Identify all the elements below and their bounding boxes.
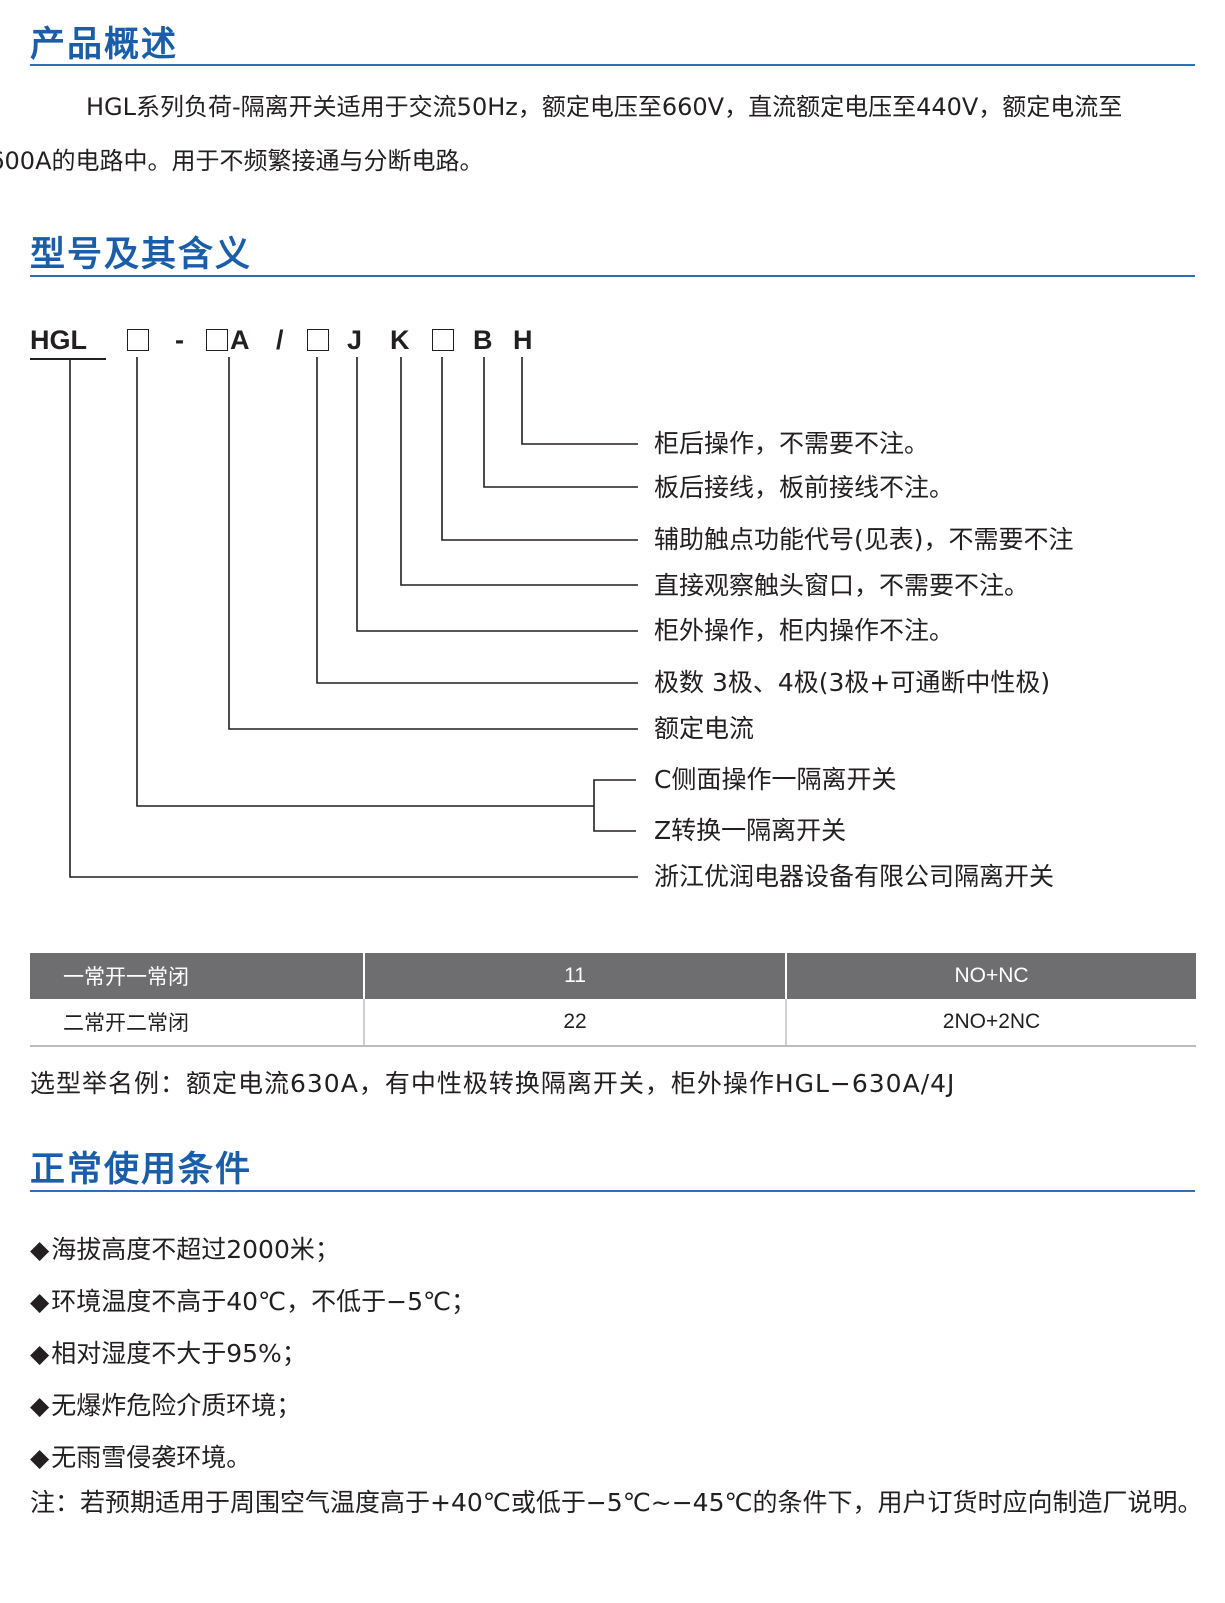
leader-aux	[441, 357, 638, 541]
code-j: J	[347, 325, 363, 355]
leader-current	[228, 357, 638, 730]
code-box-poles	[307, 329, 329, 351]
code-k: K	[390, 325, 410, 355]
table-cell: NO+NC	[785, 953, 1196, 999]
meaning-b: 板后接线，板前接线不注。	[654, 473, 955, 502]
table-cell: 11	[363, 953, 786, 999]
meaning-poles: 极数 3极、4极(3极+可通断中性极)	[654, 668, 1051, 697]
code-prefix-underline	[30, 358, 106, 360]
code-h: H	[513, 325, 533, 355]
code-b: B	[473, 325, 493, 355]
meaning-hgl: 浙江优润电器设备有限公司隔离开关	[654, 862, 1055, 891]
diamond-bullet-icon: ◆	[30, 1235, 50, 1264]
overview-line-2: 1600A的电路中。用于不频繁接通与分断电路。	[0, 147, 484, 175]
table-cell: 二常开二常闭	[30, 999, 364, 1047]
condition-text: 环境温度不高于40℃，不低于−5℃；	[51, 1287, 477, 1316]
condition-text: 无雨雪侵袭环境。	[51, 1443, 252, 1472]
table-cell: 2NO+2NC	[785, 999, 1196, 1047]
diamond-bullet-icon: ◆	[30, 1287, 50, 1316]
meaning-j: 柜外操作，柜内操作不注。	[654, 616, 955, 645]
table-cell: 22	[363, 999, 786, 1047]
code-dash: -	[175, 325, 184, 355]
leader-poles	[316, 357, 638, 684]
meaning-aux: 辅助触点功能代号(见表)，不需要不注	[654, 525, 1074, 554]
condition-text: 海拔高度不超过2000米；	[51, 1235, 340, 1264]
code-box-current	[206, 329, 228, 351]
code-slash: /	[276, 325, 284, 355]
leader-type-fork	[593, 779, 636, 832]
leader-j	[356, 357, 638, 632]
diamond-bullet-icon: ◆	[30, 1443, 50, 1472]
table-row: 二常开二常闭 22 2NO+2NC	[30, 999, 1196, 1047]
leader-h	[521, 357, 638, 445]
diamond-bullet-icon: ◆	[30, 1339, 50, 1368]
code-a: A	[230, 325, 250, 355]
meaning-k: 直接观察触头窗口，不需要不注。	[654, 571, 1030, 600]
model-rule	[30, 275, 1195, 277]
table-row: 一常开一常闭 11 NO+NC	[30, 953, 1196, 999]
leader-b	[483, 357, 638, 488]
condition-text: 无爆炸危险介质环境；	[51, 1391, 302, 1420]
meaning-type-c: C侧面操作一隔离开关	[654, 765, 897, 794]
list-item: ◆海拔高度不超过2000米；	[30, 1224, 476, 1276]
contacts-table: 一常开一常闭 11 NO+NC 二常开二常闭 22 2NO+2NC	[30, 953, 1196, 1047]
overview-heading: 产品概述	[30, 25, 179, 65]
meaning-current: 额定电流	[654, 714, 755, 743]
code-box-type	[127, 329, 149, 351]
overview-line-1: HGL系列负荷-隔离开关适用于交流50Hz，额定电压至660V，直流额定电压至4…	[86, 93, 1123, 121]
code-box-aux	[432, 329, 454, 351]
list-item: ◆无爆炸危险介质环境；	[30, 1380, 476, 1432]
meaning-type-z: Z转换一隔离开关	[654, 816, 847, 845]
table-cell: 一常开一常闭	[30, 953, 364, 999]
list-item: ◆无雨雪侵袭环境。	[30, 1432, 476, 1484]
list-item: ◆相对湿度不大于95%；	[30, 1328, 476, 1380]
conditions-rule	[30, 1190, 1195, 1192]
code-prefix: HGL	[30, 325, 87, 355]
diamond-bullet-icon: ◆	[30, 1391, 50, 1420]
model-heading: 型号及其含义	[30, 235, 253, 275]
list-item: ◆环境温度不高于40℃，不低于−5℃；	[30, 1276, 476, 1328]
conditions-list: ◆海拔高度不超过2000米； ◆环境温度不高于40℃，不低于−5℃； ◆相对湿度…	[30, 1224, 476, 1484]
conditions-heading: 正常使用条件	[30, 1150, 253, 1190]
leader-k	[400, 357, 638, 586]
selection-example: 选型举名例：额定电流630A，有中性极转换隔离开关，柜外操作HGL−630A/4…	[30, 1069, 956, 1098]
overview-paragraph: HGL系列负荷-隔离开关适用于交流50Hz，额定电压至660V，直流额定电压至4…	[0, 80, 1200, 188]
leader-hgl	[69, 359, 638, 878]
usage-note: 注：若预期适用于周围空气温度高于+40℃或低于−5℃~−45℃的条件下，用户订货…	[30, 1488, 1203, 1517]
meaning-h: 柜后操作，不需要不注。	[654, 429, 930, 458]
condition-text: 相对湿度不大于95%；	[51, 1339, 307, 1368]
leader-type	[136, 357, 594, 807]
overview-rule	[30, 64, 1195, 66]
